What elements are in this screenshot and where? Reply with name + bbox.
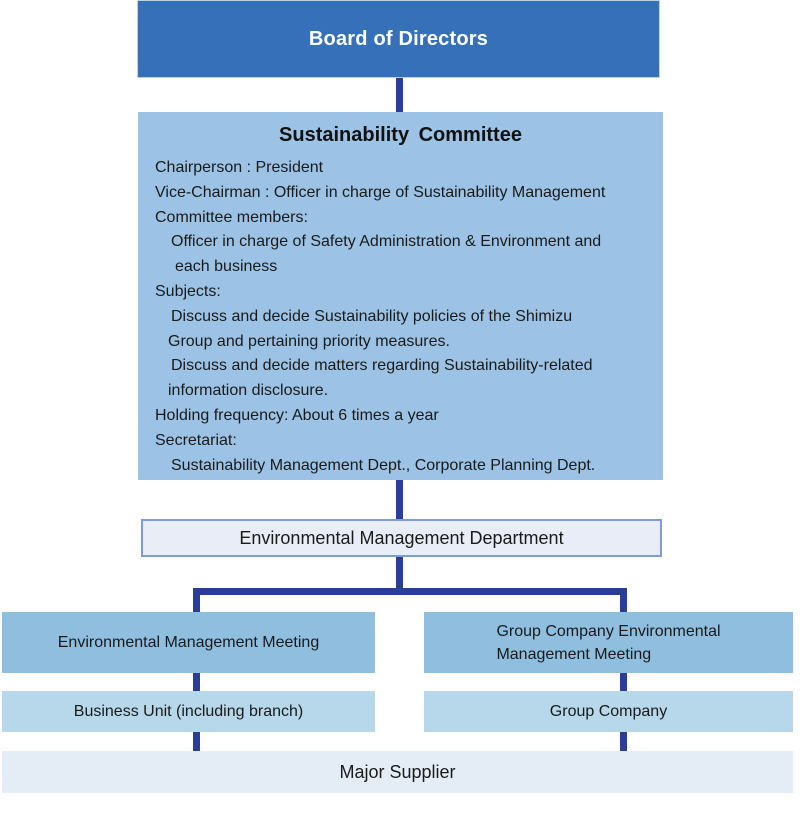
committee-line: Vice-Chairman : Officer in charge of Sus…: [155, 183, 606, 201]
board-of-directors-box: Board of Directors: [137, 0, 660, 78]
committee-line: Group and pertaining priority measures.: [168, 332, 450, 350]
group-company-label: Group Company: [549, 702, 668, 720]
committee-line: Chairperson : President: [155, 159, 324, 176]
committee-line: Officer in charge of Safety Administrati…: [171, 233, 602, 251]
sustainability-committee-body: Chairperson : President Vice-Chairman : …: [138, 156, 663, 478]
board-of-directors-label: Board of Directors: [308, 27, 489, 50]
connector-committee-to-emd: [396, 480, 403, 519]
committee-line: Secretariat:: [155, 431, 237, 449]
committee-line: information disclosure.: [168, 382, 329, 400]
environmental-management-department-label: Environmental Management Department: [239, 527, 564, 548]
committee-line: Discuss and decide matters regarding Sus…: [171, 357, 593, 375]
committee-line: each business: [175, 258, 278, 276]
committee-line: Committee members:: [155, 208, 308, 226]
committee-line: Holding frequency: About 6 times a year: [155, 406, 439, 424]
major-supplier-label: Major Supplier: [339, 761, 456, 782]
committee-line: Subjects:: [155, 282, 221, 300]
business-unit-box: Business Unit (including branch): [2, 691, 375, 732]
group-company-box: Group Company: [424, 691, 793, 732]
branch-left-drop: [193, 588, 200, 612]
major-supplier-box: Major Supplier: [2, 751, 793, 793]
environmental-management-meeting-label: Environmental Management Meeting: [57, 633, 320, 651]
branch-horizontal-line: [193, 588, 627, 595]
sustainability-committee-title: Sustainability Committee: [279, 124, 522, 146]
connector-unit-right-to-supplier: [620, 732, 627, 751]
branch-right-drop: [620, 588, 627, 612]
business-unit-label: Business Unit (including branch): [73, 702, 304, 720]
connector-meeting-left-to-unit: [193, 673, 200, 691]
meeting-right-line2: Management Meeting: [496, 645, 652, 663]
connector-unit-left-to-supplier: [193, 732, 200, 751]
sustainability-committee-box: Sustainability Committee Chairperson : P…: [138, 112, 663, 480]
environmental-management-department-box: Environmental Management Department: [141, 519, 662, 557]
committee-line: Sustainability Management Dept., Corpora…: [171, 456, 596, 474]
connector-emd-to-branch: [396, 557, 403, 588]
connector-board-to-committee: [396, 78, 403, 112]
connector-meeting-right-to-unit: [620, 673, 627, 691]
committee-line: Discuss and decide Sustainability polici…: [171, 307, 573, 325]
meeting-right-line1: Group Company Environmental: [496, 622, 721, 640]
environmental-management-meeting-box: Environmental Management Meeting: [2, 612, 375, 673]
